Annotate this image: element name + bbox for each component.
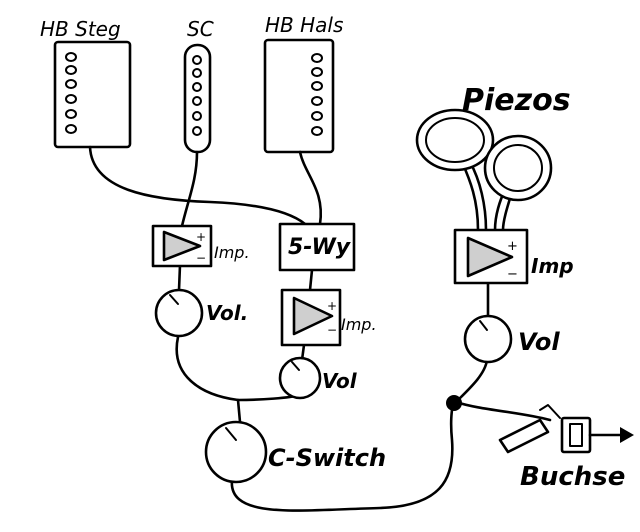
svg-text:+: +	[507, 239, 518, 254]
c-switch-label: C-Switch	[268, 444, 386, 472]
piezo-discs: Piezos	[415, 83, 571, 202]
impedance-converter-piezo: + − Imp	[453, 228, 574, 285]
junction-dot	[446, 395, 462, 411]
bridge-pole-pieces	[65, 52, 77, 134]
impedance-1-label: Imp.	[214, 243, 250, 262]
svg-text:−: −	[327, 323, 337, 337]
c-switch: C-Switch	[204, 420, 386, 484]
output-jack-label: Buchse	[520, 462, 625, 492]
humbucker-bridge-pickup: HB Steg	[40, 17, 132, 149]
svg-text:+: +	[327, 299, 337, 313]
bridge-pickup-label: HB Steg	[40, 17, 121, 41]
neck-pole-pieces	[311, 53, 323, 136]
five-way-switch: 5-Wy	[278, 222, 356, 272]
volume-piezo-label: Vol	[518, 328, 560, 356]
svg-text:−: −	[196, 251, 206, 265]
single-coil-label: SC	[187, 17, 214, 41]
volume-1-label: Vol.	[206, 301, 248, 325]
volume-pot-1: Vol.	[154, 288, 248, 338]
humbucker-neck-pickup: HB Hals	[263, 13, 343, 154]
impedance-converter-1: + − Imp.	[151, 224, 250, 268]
output-jack: Buchse	[498, 404, 634, 492]
impedance-piezo-label: Imp	[531, 254, 574, 278]
neck-pickup-label: HB Hals	[265, 13, 343, 37]
single-coil-pickup: SC	[183, 17, 214, 154]
impedance-2-label: Imp.	[341, 315, 377, 334]
impedance-converter-2: + − Imp.	[280, 288, 377, 347]
svg-text:−: −	[507, 267, 518, 282]
volume-pot-piezo: Vol	[463, 314, 560, 364]
piezo-label: Piezos	[462, 83, 571, 118]
volume-2-label: Vol	[322, 369, 358, 393]
five-way-switch-label: 5-Wy	[288, 235, 352, 260]
volume-pot-2: Vol	[278, 356, 358, 400]
svg-text:+: +	[196, 230, 206, 244]
single-coil-pole-pieces	[192, 55, 202, 136]
